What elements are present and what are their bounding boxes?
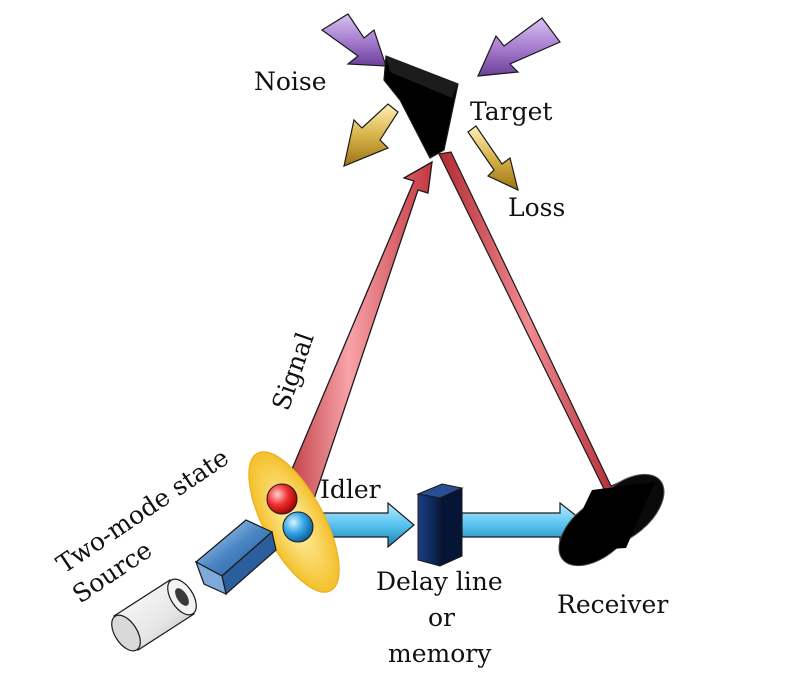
signal-mode-sphere xyxy=(266,483,298,515)
signal-beam-arrow xyxy=(279,160,433,506)
noise-arrow-left xyxy=(320,13,387,67)
noise-arrow-right xyxy=(477,17,561,77)
delay-line-block xyxy=(416,483,464,567)
nonlinear-crystal xyxy=(194,519,277,596)
noise-label: Noise xyxy=(254,67,327,96)
receiver-dish xyxy=(558,473,665,567)
delay-line-label-line2: or xyxy=(428,603,455,632)
source-cylinder xyxy=(111,578,197,652)
idler-mode-sphere xyxy=(282,511,314,543)
loss-label: Loss xyxy=(508,193,565,222)
receiver-label: Receiver xyxy=(557,590,668,619)
target-object xyxy=(383,55,459,159)
delay-line-label-line1: Delay line xyxy=(376,567,503,596)
delay-line-label-line3: memory xyxy=(388,639,492,668)
loss-arrow-right xyxy=(467,125,519,192)
loss-arrow-left xyxy=(343,103,399,167)
signal-label: Signal xyxy=(266,329,320,414)
idler-label: Idler xyxy=(320,475,381,504)
target-label: Target xyxy=(470,97,552,126)
